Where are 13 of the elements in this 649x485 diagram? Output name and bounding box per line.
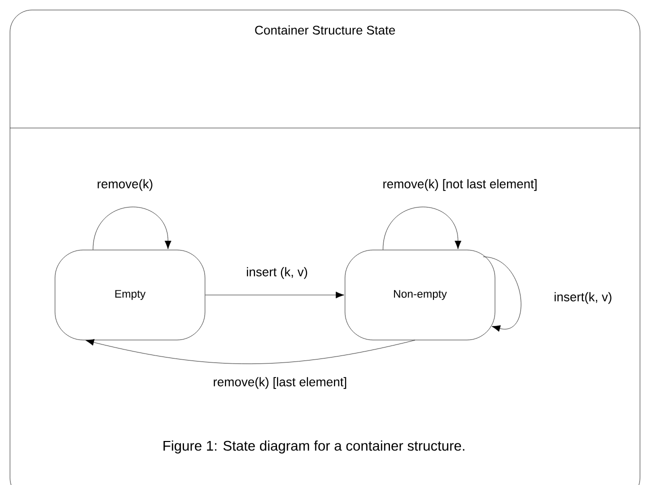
edge-label: remove(k) [not last element] <box>382 178 538 192</box>
state-box: Empty <box>54 250 206 340</box>
caption: Figure 1: State diagram for a container structure. <box>164 440 464 454</box>
arrow <box>483 256 522 332</box>
edge-label: insert(k, v) <box>552 291 614 305</box>
arrow <box>382 206 462 250</box>
edge-label: insert (k, v) <box>245 266 309 280</box>
edge-label: remove(k) <box>96 178 154 192</box>
arrow <box>86 339 416 364</box>
edge-label: remove(k) [last element] <box>212 376 348 390</box>
arrow <box>92 206 172 250</box>
state-box: Non-empty <box>344 250 496 340</box>
arrow <box>205 292 344 298</box>
